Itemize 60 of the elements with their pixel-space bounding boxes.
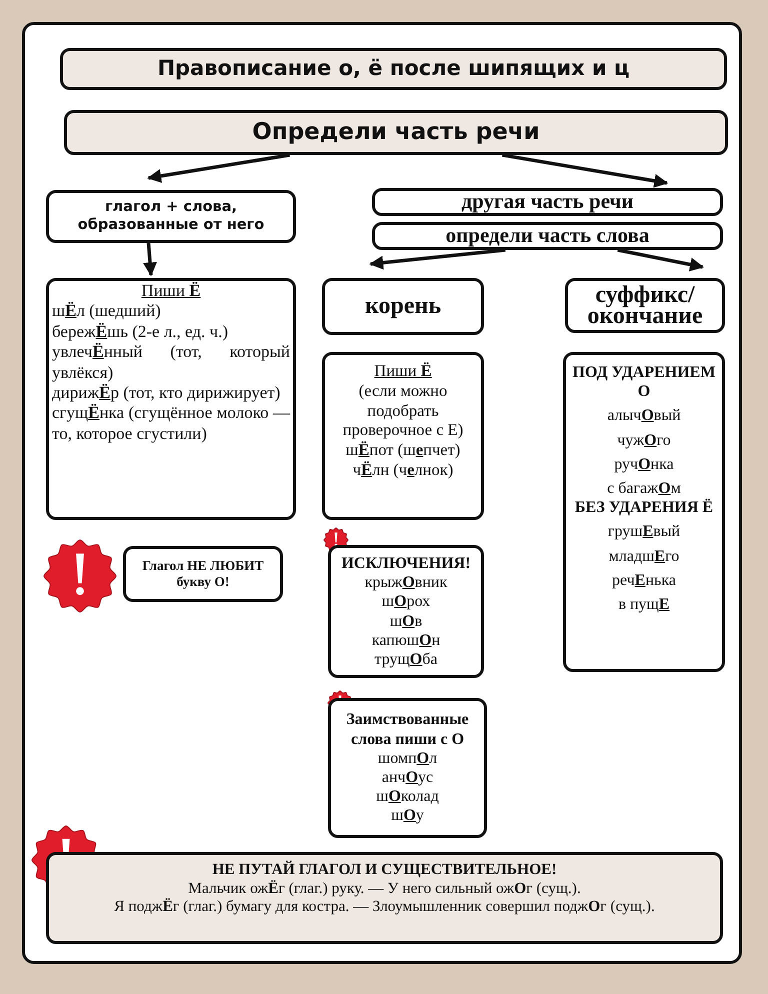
text-card — [563, 352, 725, 672]
example-text: шОу — [391, 806, 424, 826]
heading-text: Пиши Ё — [140, 281, 202, 302]
text-card — [322, 352, 484, 520]
example-text: ручОнка — [614, 454, 674, 474]
example-text: увлечЁнный (тот, который увлёкся) — [52, 342, 290, 383]
label-box — [46, 190, 296, 243]
example-text: в пущЕ — [618, 594, 670, 614]
example-text: крыжОвник — [364, 573, 448, 592]
label-box — [64, 110, 728, 155]
example-text: чЁлн (челнок) — [352, 460, 454, 480]
label-text: Глагол НЕ ЛЮБИТ букву О! — [141, 558, 265, 590]
label-box — [123, 546, 283, 602]
heading-text: ИСКЛЮЧЕНИЯ! — [341, 554, 471, 574]
label-text: корень — [364, 296, 442, 317]
example-text: чужОго — [617, 430, 671, 450]
example-text: (если можно подобрать проверочное с Е) — [342, 380, 464, 440]
example-text: трущОба — [374, 650, 438, 670]
label-box — [322, 278, 484, 335]
arrow — [369, 248, 506, 270]
label-text: определи часть слова — [446, 225, 650, 247]
example-text: шОколад — [376, 787, 439, 806]
text-card — [328, 545, 484, 678]
arrow — [143, 242, 157, 276]
arrow — [617, 248, 704, 272]
example-text: шомпОл — [378, 748, 438, 768]
example-text: шОрох — [382, 592, 430, 612]
label-text: глагол + слова, образованные от него — [76, 199, 266, 234]
example-text: Я поджЁг (глаг.) бумагу для костра. — Злоумышленник совершил поджОг (сущ.). — [114, 898, 655, 917]
example-text: сгущЁнка (сгущённое молоко — то, которое сгустили) — [52, 403, 290, 444]
example-text: шЁл (шедший) — [52, 301, 162, 322]
label-box — [565, 278, 725, 333]
example-text: младшЕго — [608, 546, 680, 566]
label-text: Правописание о, ё после шипящих и ц — [157, 56, 630, 82]
example-text: анчОус — [382, 768, 434, 788]
example-text: шЁпот (шепчет) — [346, 440, 460, 460]
example-text: Мальчик ожЁг (глаг.) руку. — У него сильный ожОг (сущ.). — [188, 880, 581, 898]
label-text: другая часть речи — [462, 191, 634, 213]
example-text: дирижЁр (тот, кто дирижирует) — [52, 382, 282, 404]
heading-text: НЕ ПУТАЙ ГЛАГОЛ И СУЩЕСТВИТЕЛЬНОЕ! — [212, 861, 557, 880]
example-text: грушЕвый — [608, 522, 680, 542]
arrow — [147, 153, 290, 183]
label-box — [372, 222, 723, 250]
example-text: БЕЗ УДАРЕНИЯ Ё — [574, 498, 714, 518]
label-box — [372, 188, 723, 216]
text-card — [328, 698, 487, 838]
example-text: речЕнька — [612, 570, 676, 590]
text-card — [46, 852, 723, 944]
heading-text: Пиши Ё — [374, 361, 432, 381]
example-text: шОв — [390, 612, 422, 631]
example-text: капюшОн — [372, 630, 440, 650]
example-text: алычОвый — [607, 406, 681, 426]
arrow — [502, 153, 668, 188]
text-card — [46, 278, 296, 520]
example-text: бережЁшь (2-е л., ед. ч.) — [52, 322, 229, 342]
example-text: с багажОм — [607, 478, 681, 498]
label-text: Определи часть речи — [252, 118, 540, 146]
heading-text: ПОД УДАРЕНИЕМ О — [572, 363, 716, 402]
label-text: суффикс/ окончание — [586, 285, 704, 326]
label-box — [60, 48, 727, 90]
